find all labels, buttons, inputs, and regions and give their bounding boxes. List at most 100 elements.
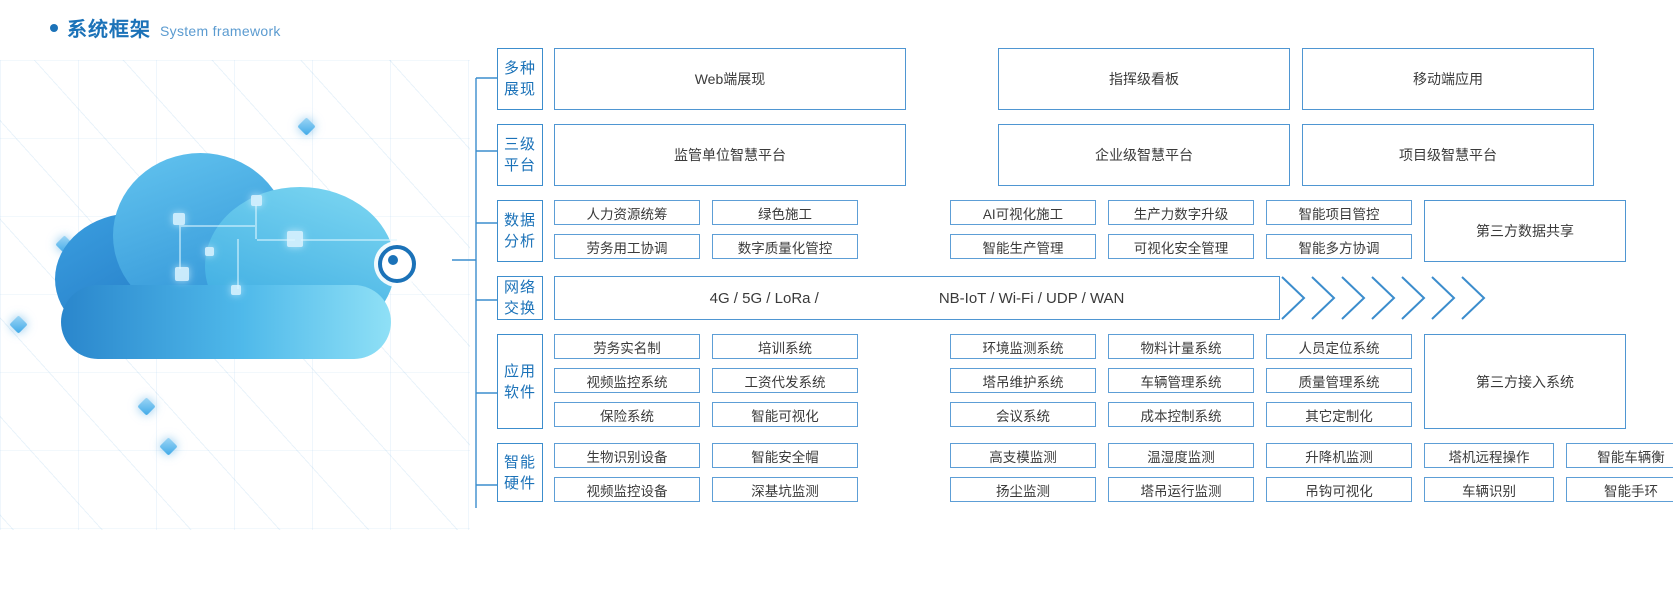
box-web-display[interactable]: Web端展现	[554, 48, 906, 110]
cell-item[interactable]: 数字质量化管控	[712, 234, 858, 259]
box-mobile-app[interactable]: 移动端应用	[1302, 48, 1594, 110]
category-label-hardware: 智能 硬件	[497, 443, 543, 502]
circuit-chip-icon	[287, 231, 303, 247]
category-line-2: 交换	[503, 300, 536, 317]
grid-row: 塔吊维护系统 车辆管理系统 质量管理系统	[950, 368, 1412, 393]
cell-item[interactable]: 智能安全帽	[712, 443, 858, 468]
cell-item[interactable]: 塔吊维护系统	[950, 368, 1096, 393]
app-left-grid: 劳务实名制 培训系统 视频监控系统 工资代发系统 保险系统 智能可视化	[554, 334, 858, 429]
cloud-shape	[55, 135, 397, 359]
cell-item[interactable]: 升降机监测	[1266, 443, 1412, 468]
cell-item[interactable]: 人力资源统筹	[554, 200, 700, 225]
grid-row: 高支模监测 温湿度监测 升降机监测 塔机远程操作 智能车辆衡	[950, 443, 1673, 468]
category-line-2: 硬件	[503, 474, 536, 492]
circuit-chip-icon	[231, 285, 241, 295]
box-network-protocols[interactable]: 4G / 5G / LoRa / NB-IoT / Wi-Fi / UDP / …	[554, 276, 1280, 320]
bullet-icon	[50, 24, 58, 32]
chevron-right-icon	[1371, 276, 1396, 320]
category-line-1: 应用	[503, 362, 536, 380]
cell-item[interactable]: 成本控制系统	[1108, 402, 1254, 427]
box-command-dashboard[interactable]: 指挥级看板	[998, 48, 1290, 110]
cell-item[interactable]: 物料计量系统	[1108, 334, 1254, 359]
cell-item[interactable]: 劳务用工协调	[554, 234, 700, 259]
cloud-base	[61, 285, 391, 359]
circuit-chip-icon	[251, 195, 262, 206]
data-left-grid: 人力资源统筹 绿色施工 劳务用工协调 数字质量化管控	[554, 200, 858, 262]
cell-item[interactable]: 质量管理系统	[1266, 368, 1412, 393]
cell-item[interactable]: 智能多方协调	[1266, 234, 1412, 259]
cell-item[interactable]: 塔机远程操作	[1424, 443, 1554, 468]
box-project-platform[interactable]: 项目级智慧平台	[1302, 124, 1594, 186]
cell-item[interactable]: 人员定位系统	[1266, 334, 1412, 359]
cell-item[interactable]: 视频监控设备	[554, 477, 700, 502]
row-spacer	[918, 48, 986, 110]
cell-item[interactable]: 智能手环	[1566, 477, 1673, 502]
cell-item[interactable]: 深基坑监测	[712, 477, 858, 502]
cell-item[interactable]: 塔吊运行监测	[1108, 477, 1254, 502]
box-third-party-data-sharing[interactable]: 第三方数据共享	[1424, 200, 1626, 262]
box-third-party-access-system[interactable]: 第三方接入系统	[1424, 334, 1626, 429]
cell-item[interactable]: AI可视化施工	[950, 200, 1096, 225]
cell-item[interactable]: 会议系统	[950, 402, 1096, 427]
cell-item[interactable]: 环境监测系统	[950, 334, 1096, 359]
row-data-analysis: 数据 分析 人力资源统筹 绿色施工 劳务用工协调 数字质量化管控 AI可视化施工…	[497, 200, 1657, 262]
grid-row: AI可视化施工 生产力数字升级 智能项目管控	[950, 200, 1412, 225]
app-right-grid: 环境监测系统 物料计量系统 人员定位系统 塔吊维护系统 车辆管理系统 质量管理系…	[950, 334, 1412, 429]
circuit-trace	[301, 239, 397, 241]
grid-row: 扬尘监测 塔吊运行监测 吊钩可视化 车辆识别 智能手环	[950, 477, 1673, 502]
cell-item[interactable]: 智能车辆衡	[1566, 443, 1673, 468]
cell-item[interactable]: 高支模监测	[950, 443, 1096, 468]
cell-item[interactable]: 保险系统	[554, 402, 700, 427]
category-line-2: 平台	[503, 157, 536, 174]
network-segment-2: NB-IoT / Wi-Fi / UDP / WAN	[938, 289, 1125, 307]
row-network-exchange: 网络 交换 4G / 5G / LoRa / NB-IoT / Wi-Fi / …	[497, 276, 1657, 320]
grid-row: 生物识别设备 智能安全帽	[554, 443, 858, 468]
section-title-cn: 系统框架	[67, 19, 151, 41]
section-title-en: System framework	[160, 23, 281, 39]
chevron-right-icon	[1341, 276, 1366, 320]
cell-item[interactable]: 工资代发系统	[712, 368, 858, 393]
cell-item[interactable]: 可视化安全管理	[1108, 234, 1254, 259]
circuit-trace	[237, 239, 239, 289]
chevron-right-icon	[1431, 276, 1456, 320]
row-spacer	[918, 124, 986, 186]
category-line-1: 数据	[503, 212, 536, 229]
grid-row: 人力资源统筹 绿色施工	[554, 200, 858, 225]
grid-row: 智能生产管理 可视化安全管理 智能多方协调	[950, 234, 1412, 259]
cell-item[interactable]: 绿色施工	[712, 200, 858, 225]
box-regulator-platform[interactable]: 监管单位智慧平台	[554, 124, 906, 186]
chevron-right-icon	[1311, 276, 1336, 320]
grid-row: 劳务实名制 培训系统	[554, 334, 858, 359]
cell-item[interactable]: 吊钩可视化	[1266, 477, 1412, 502]
cell-item[interactable]: 智能生产管理	[950, 234, 1096, 259]
circuit-trace	[255, 205, 257, 239]
cell-item[interactable]: 温湿度监测	[1108, 443, 1254, 468]
cell-item[interactable]: 其它定制化	[1266, 402, 1412, 427]
box-enterprise-platform[interactable]: 企业级智慧平台	[998, 124, 1290, 186]
row-spacer	[870, 200, 938, 262]
category-label-application: 应用 软件	[497, 334, 543, 429]
chevron-right-icon	[1461, 276, 1486, 320]
cell-item[interactable]: 视频监控系统	[554, 368, 700, 393]
page-title: 系统框架 System framework	[50, 13, 281, 42]
cell-item[interactable]: 扬尘监测	[950, 477, 1096, 502]
cell-item[interactable]: 劳务实名制	[554, 334, 700, 359]
row-platform: 三级 平台 监管单位智慧平台 企业级智慧平台 项目级智慧平台	[497, 124, 1657, 186]
cell-item[interactable]: 车辆识别	[1424, 477, 1554, 502]
cell-item[interactable]: 生产力数字升级	[1108, 200, 1254, 225]
grid-row: 保险系统 智能可视化	[554, 402, 858, 427]
cell-item[interactable]: 车辆管理系统	[1108, 368, 1254, 393]
grid-row: 劳务用工协调 数字质量化管控	[554, 234, 858, 259]
category-line-1: 智能	[503, 453, 536, 471]
row-application-software: 应用 软件 劳务实名制 培训系统 视频监控系统 工资代发系统 保险系统 智能可视…	[497, 334, 1657, 429]
hw-left-grid: 生物识别设备 智能安全帽 视频监控设备 深基坑监测	[554, 443, 858, 502]
circuit-trace	[181, 225, 255, 227]
circuit-chip-icon	[205, 247, 214, 256]
cell-item[interactable]: 生物识别设备	[554, 443, 700, 468]
cell-item[interactable]: 智能可视化	[712, 402, 858, 427]
category-label-platform: 三级 平台	[497, 124, 543, 186]
chevron-right-icon	[1281, 276, 1306, 320]
row-display: 多种 展现 Web端展现 指挥级看板 移动端应用	[497, 48, 1657, 110]
cell-item[interactable]: 培训系统	[712, 334, 858, 359]
cell-item[interactable]: 智能项目管控	[1266, 200, 1412, 225]
